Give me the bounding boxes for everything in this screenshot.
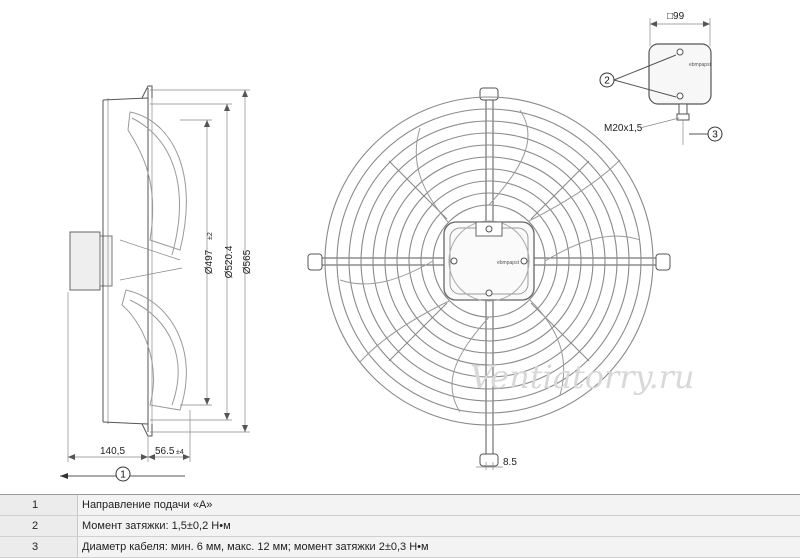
dim-box-label: □99: [667, 11, 685, 22]
callout-1-label: 1: [120, 470, 126, 481]
dim-56-tol: ±4: [176, 449, 184, 456]
callout-2-label: 2: [604, 76, 610, 87]
legend-table: 1 Направление подачи «A» 2 Момент затяжк…: [0, 494, 800, 558]
legend-row-text: Направление подачи «A»: [78, 495, 800, 515]
legend-row: 3 Диаметр кабеля: мин. 6 мм, макс. 12 мм…: [0, 537, 800, 558]
callout-3: [707, 126, 723, 142]
motor-hub: [69, 231, 101, 291]
cable-gland: [678, 103, 688, 115]
watermark: Ventiatorry.ru: [470, 358, 695, 396]
dim-56-label: 56.5: [155, 446, 175, 457]
callout-3-label: 3: [712, 130, 718, 141]
dim-140-label: 140,5: [100, 446, 125, 457]
callout-2: [599, 72, 615, 88]
fan-blades: [339, 109, 641, 413]
dim-d565-label: Ø565: [242, 249, 253, 274]
legend-row-number: 3: [0, 537, 78, 557]
legend-row-number: 1: [0, 495, 78, 515]
terminal-box-brand: ebmpapst: [689, 62, 712, 68]
legend-row-number: 2: [0, 516, 78, 536]
legend-row-text: Момент затяжки: 1,5±0,2 Н•м: [78, 516, 800, 536]
side-view: Ø497 ±2 Ø520.4 Ø565 140,5 56.5 ±4 1: [60, 85, 253, 482]
dim-d497-label: Ø497: [204, 249, 215, 274]
terminal-box-view: □99 ebmpapst 2 M20x1,5 3: [599, 11, 723, 145]
legend-row-text: Диаметр кабеля: мин. 6 мм, макс. 12 мм; …: [78, 537, 800, 557]
dim-d520-label: Ø520.4: [224, 245, 235, 278]
legend-row: 1 Направление подачи «A»: [0, 495, 800, 516]
cable-gland-thread-label: M20x1,5: [604, 123, 643, 134]
motor-brand-label: ebmpapst: [497, 260, 520, 266]
front-view: ebmpapst 8.5: [307, 87, 671, 470]
dim-8.5-label: 8.5: [503, 457, 517, 468]
fan-technical-drawing: Ø497 ±2 Ø520.4 Ø565 140,5 56.5 ±4 1: [60, 11, 723, 482]
legend-row: 2 Момент затяжки: 1,5±0,2 Н•м: [0, 516, 800, 537]
dim-d497-tol: ±2: [207, 232, 214, 240]
callout-1: [115, 466, 131, 482]
